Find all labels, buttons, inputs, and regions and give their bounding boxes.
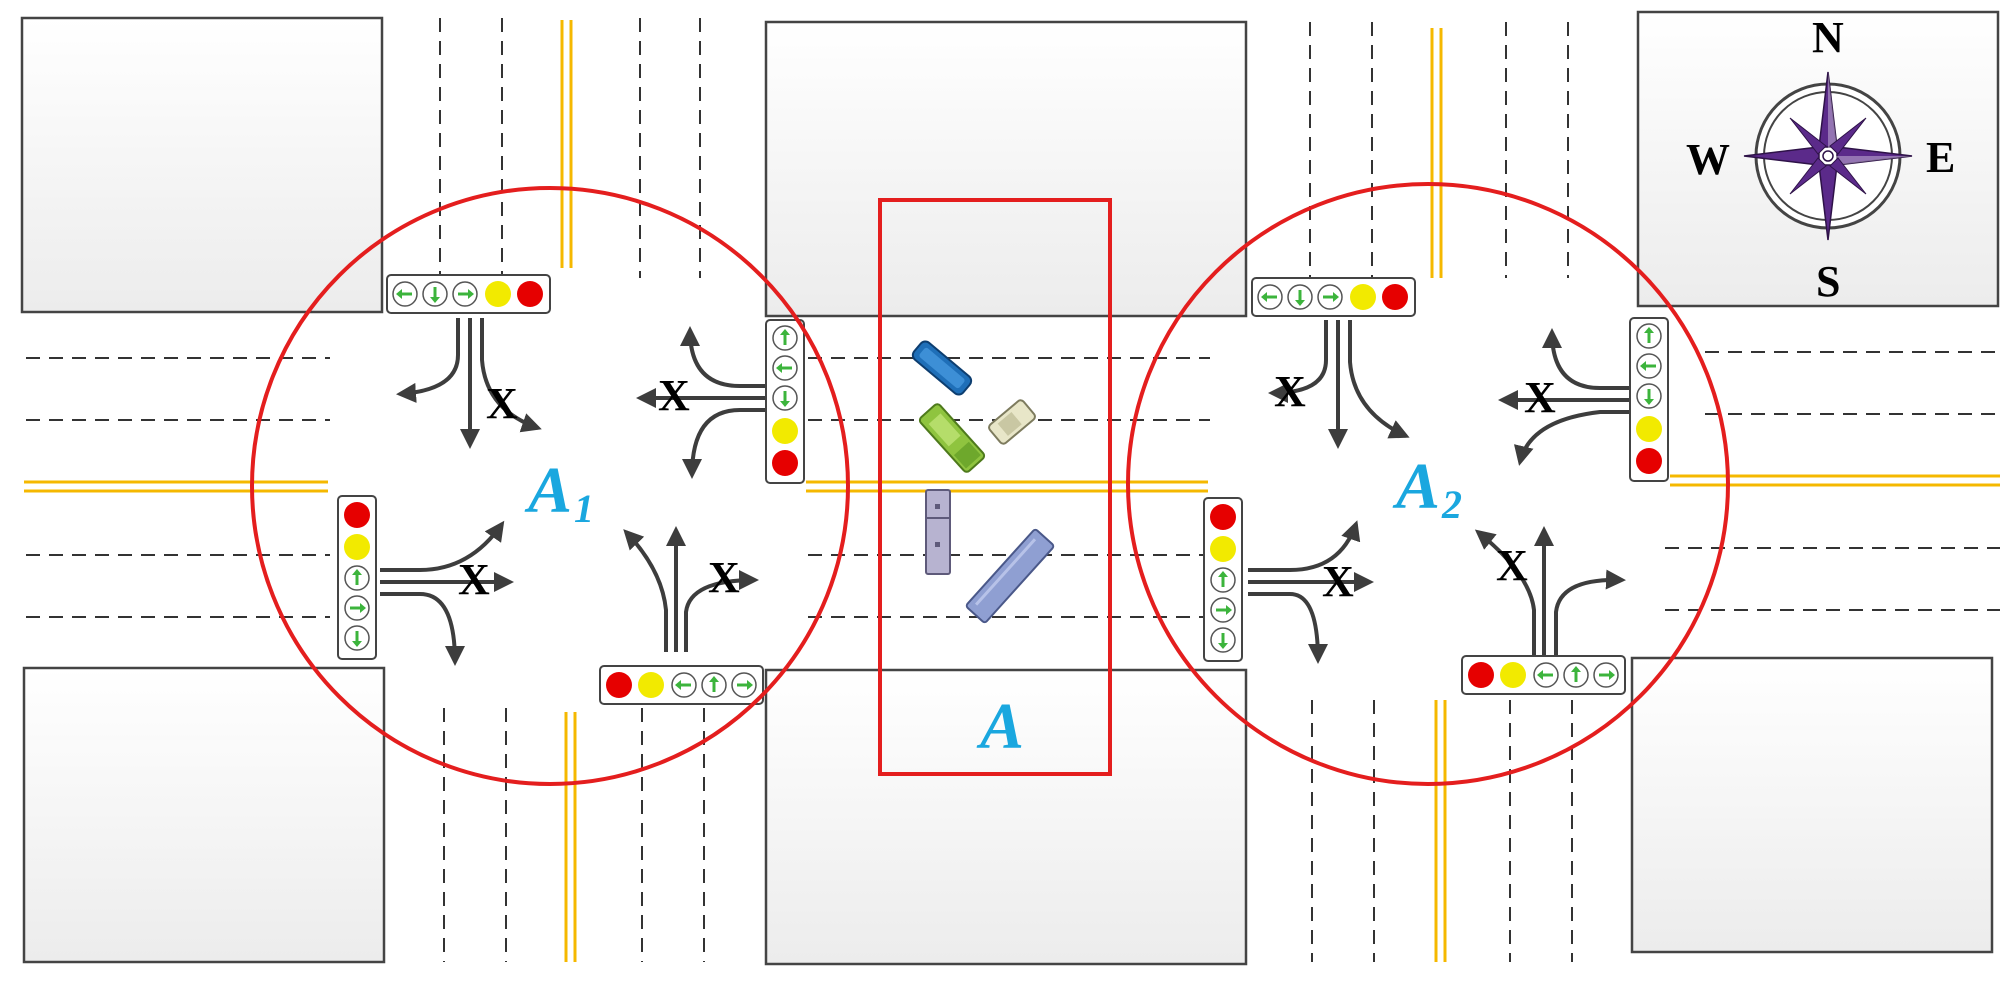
compass-south-label: S (1816, 257, 1840, 306)
blocked-turn-marker: X (1524, 373, 1556, 422)
blue-semi-vehicle (965, 528, 1055, 624)
region-a-rectangle (878, 198, 1112, 776)
blocked-turn-marker: X (658, 371, 690, 420)
compass-west-label: W (1686, 135, 1730, 184)
region-a1-circle (250, 186, 850, 786)
horizontal-lane-lines (26, 351, 2000, 618)
region-a1-label: A1 (524, 454, 594, 531)
compass-needle-icon (1743, 71, 1913, 241)
signal-south-a2 (1461, 655, 1626, 695)
signal-north-a2 (1251, 277, 1416, 317)
highlight-regions (250, 182, 1730, 786)
blocked-turn-marker: X (1322, 557, 1354, 606)
signal-east-a2 (1629, 317, 1669, 482)
traffic-arrows-a2 (1248, 320, 1632, 664)
compass-north-label: N (1812, 13, 1844, 62)
blocked-turn-markers: X X X X X X X X (458, 367, 1556, 606)
blocked-turn-marker: X (708, 553, 740, 602)
yellow-centerlines (24, 20, 2000, 962)
signal-east-a1 (765, 319, 805, 484)
signal-south-a1 (599, 665, 764, 705)
region-a-label: A (976, 690, 1024, 763)
blocked-turn-marker: X (1274, 367, 1306, 416)
vehicles (911, 340, 1055, 624)
beige-car-vehicle (988, 399, 1036, 445)
gray-trailer-vehicle (925, 489, 951, 575)
blocked-turn-marker: X (1496, 541, 1528, 590)
signal-west-a2 (1203, 497, 1243, 662)
green-truck-vehicle (918, 403, 986, 473)
traffic-arrows-a1 (380, 318, 770, 666)
region-a2-label: A2 (1392, 450, 1462, 527)
blocked-turn-marker: X (486, 379, 518, 428)
signal-west-a1 (337, 495, 377, 660)
vertical-lane-lines (439, 18, 1573, 962)
traffic-signals-a2 (1203, 277, 1669, 695)
blue-bus-vehicle (911, 340, 973, 396)
region-a2-circle (1126, 182, 1730, 786)
signal-north-a1 (386, 274, 551, 314)
traffic-signals-a1 (337, 274, 805, 705)
compass-east-label: E (1926, 133, 1955, 182)
blocked-turn-marker: X (458, 555, 490, 604)
region-labels: A1 A2 A (524, 450, 1462, 763)
compass-rose: N S E W (1686, 13, 1955, 306)
